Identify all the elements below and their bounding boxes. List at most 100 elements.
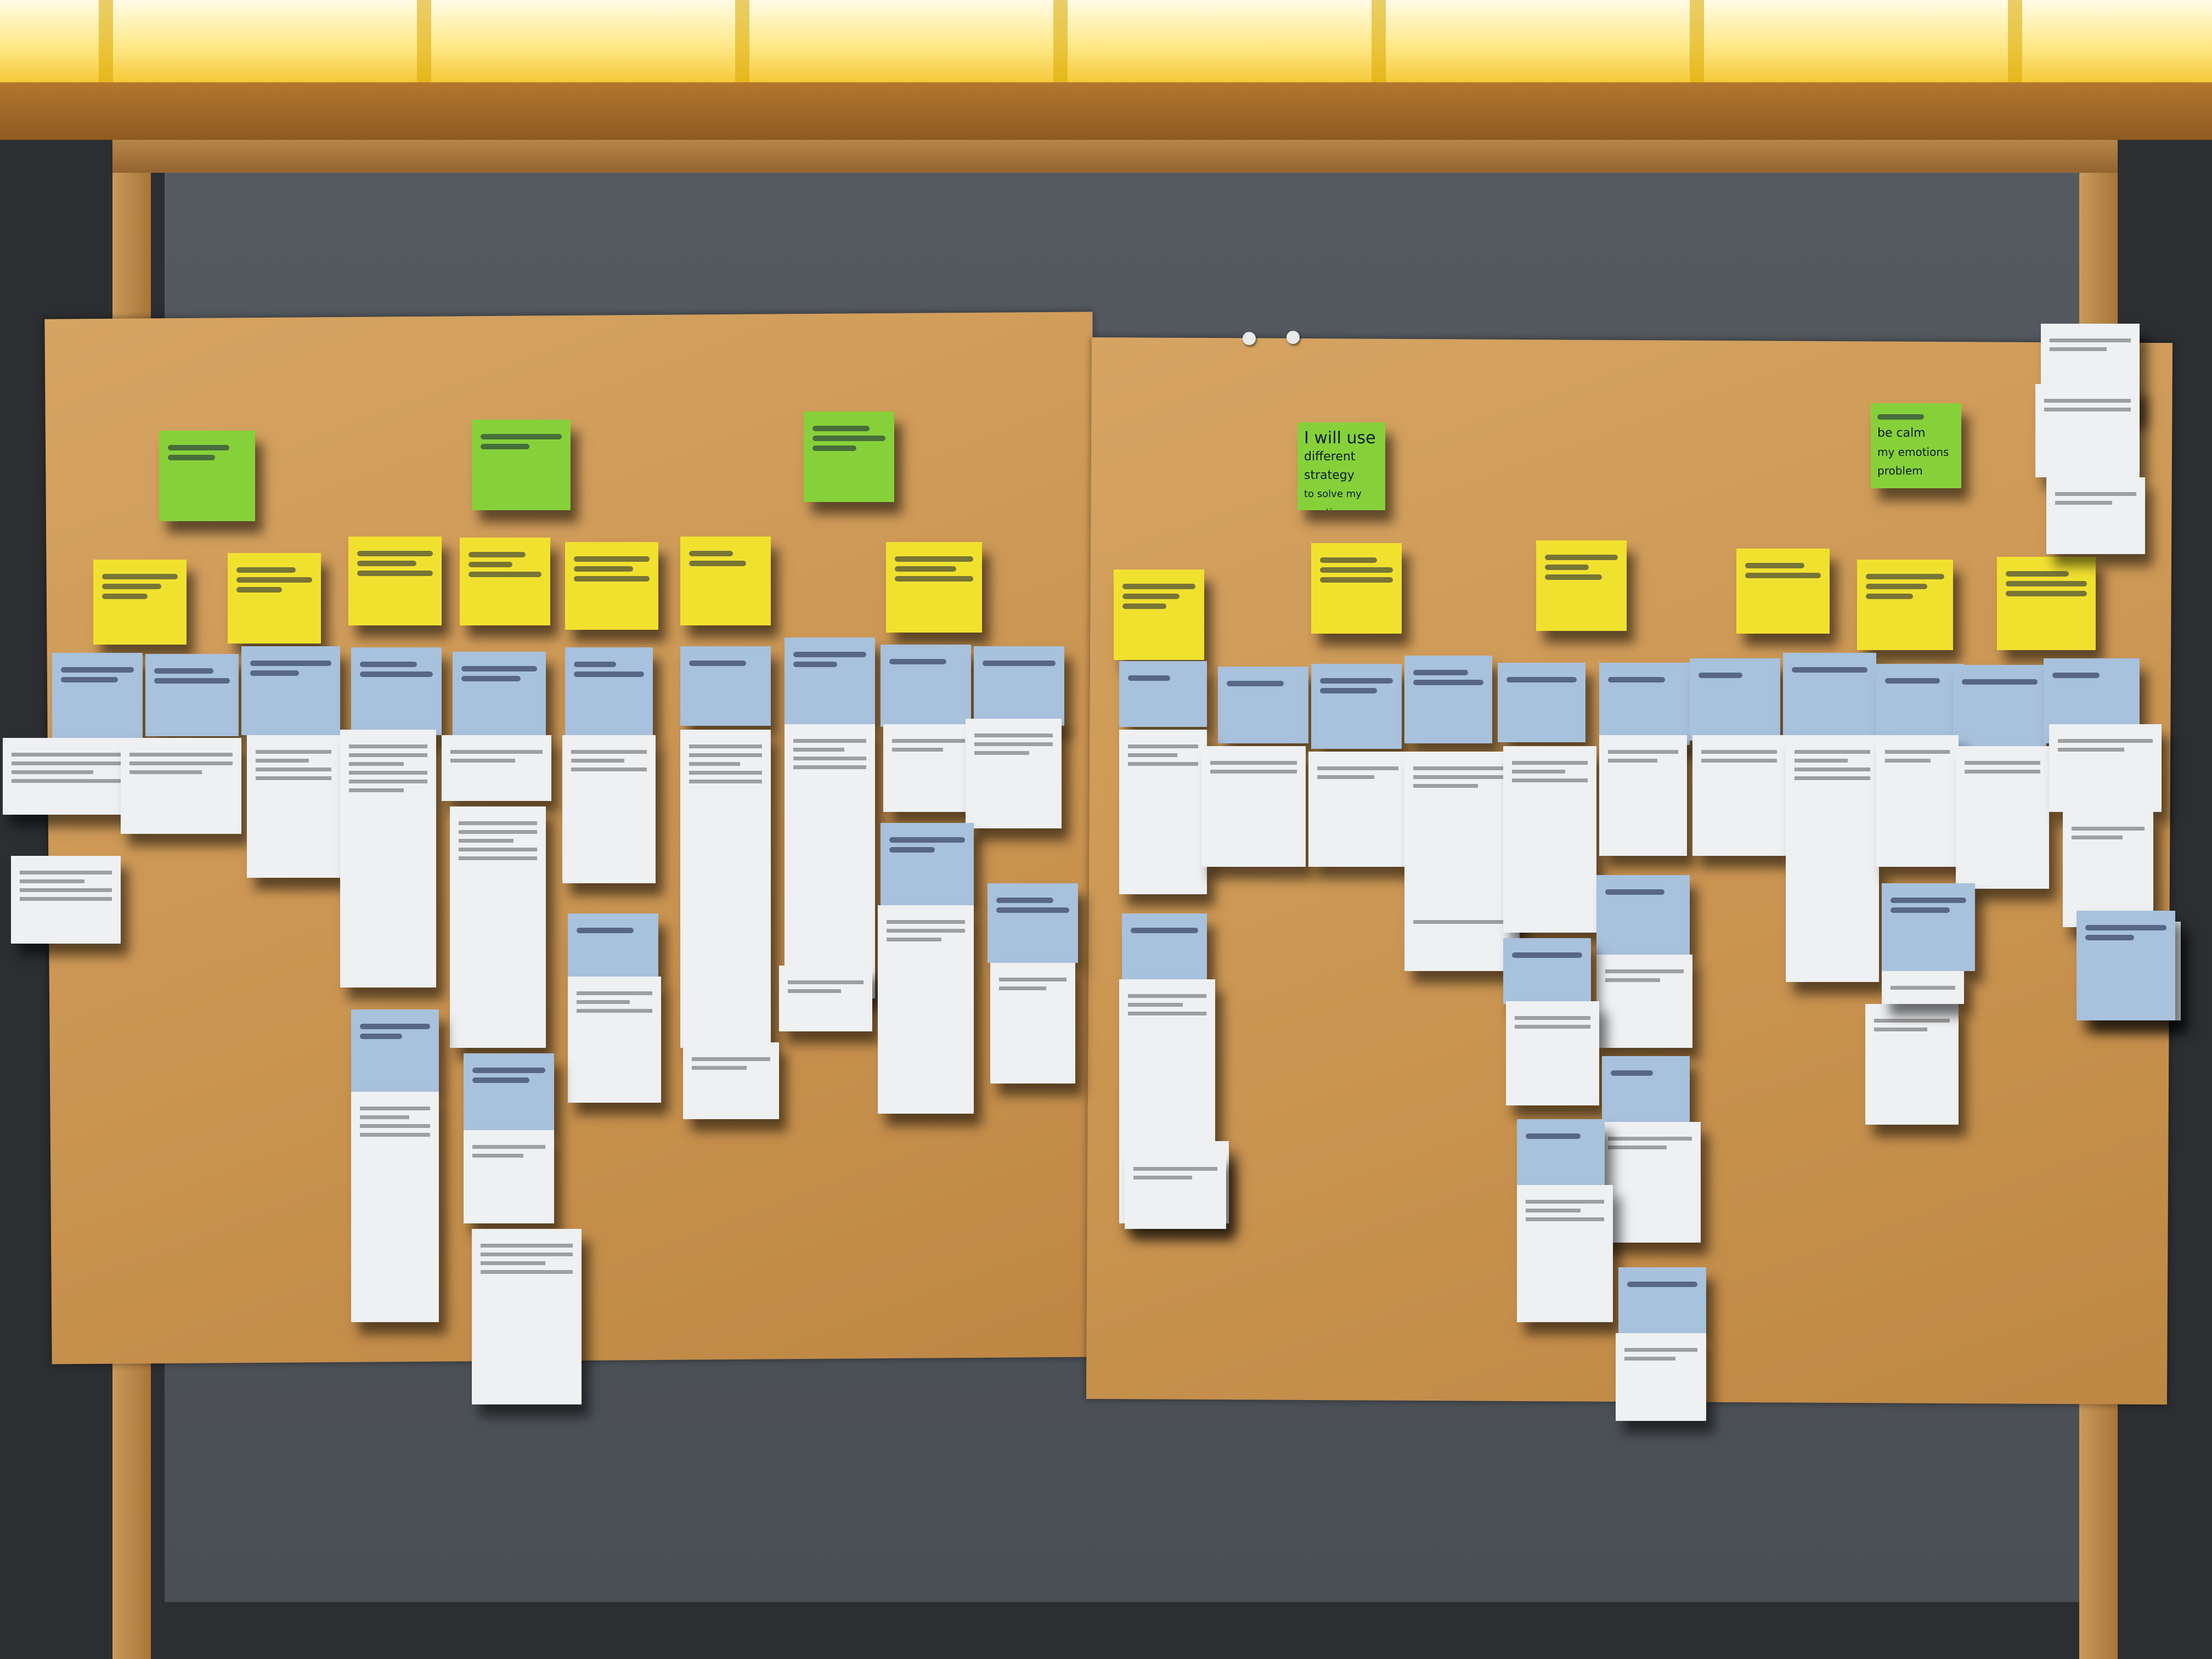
printed-slip (1692, 735, 1786, 856)
printed-slip (779, 966, 872, 1031)
printed-slip (340, 730, 436, 988)
ceiling-light-strip (0, 0, 2212, 82)
sticky-note-blue (351, 647, 442, 735)
printed-slip (1956, 746, 2049, 889)
sticky-note-yellow (1536, 540, 1627, 631)
english-note-line: my emotions (1877, 445, 1949, 459)
sticky-note-blue (565, 647, 653, 735)
sticky-note-blue (1517, 1119, 1605, 1185)
printed-slip (1125, 1152, 1226, 1229)
sticky-note-blue (453, 652, 546, 740)
sticky-note-yellow (93, 560, 187, 645)
printed-slip (247, 735, 340, 878)
printed-slip (11, 856, 121, 944)
wooden-beam (0, 82, 2212, 140)
sticky-note-yellow (1736, 549, 1830, 634)
printed-slip (683, 1042, 779, 1119)
printed-slip (1201, 746, 1306, 867)
sticky-note-blue (988, 883, 1078, 963)
light-rib (1053, 0, 1068, 82)
sticky-note-blue (1783, 653, 1876, 738)
sticky-note-blue (881, 823, 974, 905)
printed-slip (1865, 1004, 1959, 1125)
sticky-note-blue (1882, 883, 1975, 971)
sticky-note-yellow (1997, 557, 2096, 650)
sticky-note-blue (1404, 656, 1492, 743)
sticky-note-blue (1498, 663, 1585, 742)
printed-slip (1596, 955, 1692, 1048)
sticky-note-blue (881, 645, 971, 727)
printed-slip (1616, 1333, 1706, 1421)
printed-slip (1599, 1122, 1701, 1243)
printed-slip (2063, 812, 2153, 927)
printed-slip (1308, 752, 1407, 867)
printed-slip (878, 905, 974, 1114)
printed-slip (883, 724, 974, 812)
light-rib (1690, 0, 1704, 82)
sticky-note-blue (785, 637, 875, 724)
sticky-note-blue (464, 1053, 554, 1130)
sticky-note-yellow (565, 542, 658, 630)
frame-rail-top (112, 140, 2118, 173)
sticky-note-blue (52, 653, 143, 740)
sticky-note-green (159, 431, 255, 521)
printed-slip (966, 719, 1062, 828)
printed-slip (1119, 730, 1207, 894)
sticky-note-yellow (1311, 543, 1402, 634)
sticky-note-blue (1218, 667, 1308, 743)
pin (1243, 332, 1256, 345)
light-rib (735, 0, 749, 82)
pin (1286, 331, 1300, 344)
english-note-line: to solve my emotions (1304, 488, 1362, 510)
printed-slip (442, 735, 551, 801)
sticky-note-yellow (228, 553, 321, 644)
sticky-note-blue (241, 646, 340, 735)
light-rib (1372, 0, 1386, 82)
sticky-note-green: be calm my emotions problem (1871, 403, 1961, 488)
sticky-note-blue (351, 1009, 439, 1092)
printed-slip (562, 735, 656, 883)
sticky-note-blue (1690, 658, 1780, 741)
printed-slip (464, 1130, 554, 1223)
printed-slip (472, 1229, 582, 1404)
sticky-note-blue (1119, 661, 1207, 727)
printed-slip (1876, 735, 1959, 867)
sticky-note-blue (1953, 665, 2046, 747)
english-note-line: problem (1877, 464, 1923, 477)
sticky-note-blue (974, 646, 1064, 726)
sticky-note-yellow (1857, 560, 1953, 650)
printed-slip (1882, 971, 1964, 1004)
english-note-line: be calm (1877, 426, 1926, 440)
printed-slip (2049, 724, 2162, 812)
printed-slip (1119, 979, 1215, 1144)
printed-slip (2046, 477, 2145, 554)
printed-slip (1404, 752, 1514, 905)
sticky-note-green: I will use different strategy to solve m… (1297, 422, 1385, 510)
sticky-note-blue (680, 646, 771, 726)
printed-slip (990, 963, 1075, 1084)
sticky-note-blue (1311, 664, 1402, 749)
sticky-note-blue (1122, 913, 1207, 979)
sticky-note-yellow (348, 537, 442, 625)
sticky-note-green (472, 420, 571, 510)
printed-slip (1506, 1001, 1599, 1105)
light-rib (417, 0, 431, 82)
printed-slip (2035, 384, 2140, 477)
printed-slip (121, 738, 241, 834)
sticky-note-blue (145, 654, 239, 736)
sticky-note-blue (1599, 663, 1690, 745)
sticky-note-blue (1876, 664, 1964, 746)
sticky-note-blue (568, 913, 658, 977)
sticky-note-yellow (680, 537, 771, 625)
printed-slip (1599, 735, 1687, 856)
sticky-note-blue (2076, 911, 2175, 1020)
printed-slip (450, 806, 546, 1048)
sticky-note-blue (1602, 1056, 1690, 1122)
sticky-note-blue (1596, 875, 1690, 955)
light-rib (2008, 0, 2022, 82)
printed-slip (1517, 1185, 1613, 1322)
printed-slip (785, 724, 875, 998)
printed-slip (568, 977, 661, 1103)
english-note-line: different strategy (1304, 450, 1356, 482)
printed-slip (680, 730, 771, 1048)
